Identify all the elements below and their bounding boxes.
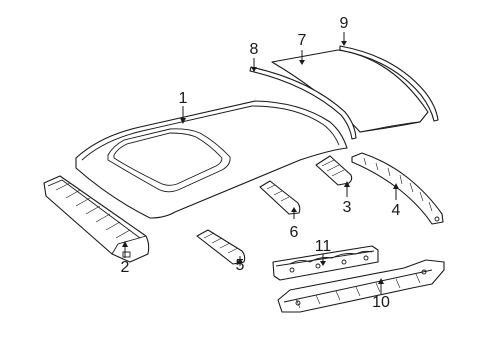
callout-10: 10 <box>372 294 390 311</box>
callout-9: 9 <box>340 15 349 32</box>
leader-2-arrow <box>122 241 128 247</box>
leader-4-arrow <box>393 183 399 189</box>
roof-bow-part-5 <box>196 229 246 265</box>
leader-9-arrow <box>341 41 347 46</box>
leader-8-arrow <box>251 67 257 72</box>
callout-3: 3 <box>343 199 352 216</box>
roof-panel-part-1 <box>75 100 348 219</box>
callout-5: 5 <box>236 257 245 274</box>
leader-3-arrow <box>344 181 350 187</box>
callout-labels: 1 2 3 4 5 6 7 8 9 10 11 <box>121 15 401 311</box>
callout-2: 2 <box>121 259 130 276</box>
roof-bow-part-6 <box>259 180 301 215</box>
callout-7: 7 <box>298 32 307 49</box>
leader-11-arrow <box>320 261 326 266</box>
molding-part-8 <box>249 66 357 140</box>
leader-10-arrow <box>378 278 384 284</box>
leader-1-arrow <box>180 118 186 124</box>
leader-lines <box>122 32 399 294</box>
reinforcement-part-11 <box>272 245 379 281</box>
leader-6-arrow <box>291 207 297 212</box>
leader-5-arrow <box>237 258 243 263</box>
callout-4: 4 <box>392 202 401 219</box>
callout-6: 6 <box>290 224 299 241</box>
callout-1: 1 <box>179 90 188 107</box>
roof-bow-part-3 <box>315 155 353 186</box>
rear-header-rail-part-10 <box>277 259 445 313</box>
callout-11: 11 <box>315 238 332 255</box>
side-rail-part-4 <box>351 152 444 225</box>
leader-7-arrow <box>299 60 305 65</box>
front-header-rail-part-2 <box>43 175 150 263</box>
molding-part-9 <box>339 45 439 122</box>
callout-8: 8 <box>250 41 259 58</box>
